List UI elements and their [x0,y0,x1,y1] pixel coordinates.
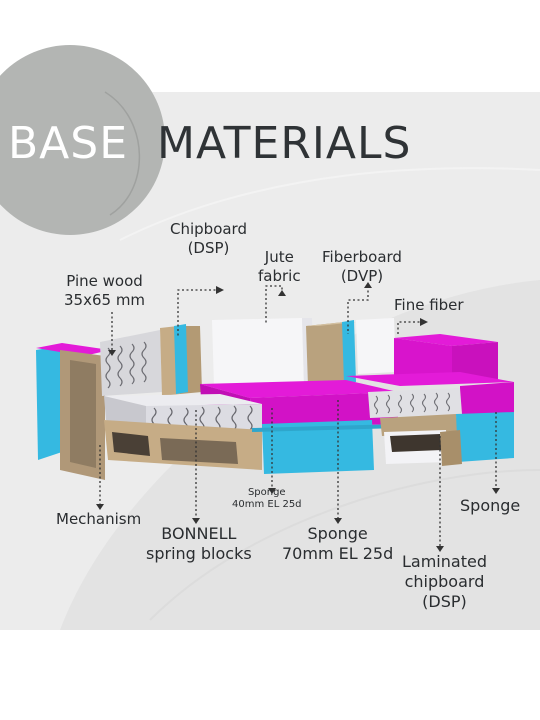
seat-magenta-top [200,380,398,398]
label-chipboard: Chipboard (DSP) [170,220,247,258]
label-jute-line2: fabric [258,267,301,285]
spring-coils-right [373,392,451,415]
label-jute-line1: Jute [264,248,294,266]
callout-arrows [96,282,500,552]
label-chipboard-line2: (DSP) [187,239,230,257]
arrow-head-fine-fiber-up [420,318,428,326]
callout-line-fiberboard [347,286,369,334]
label-jute-fabric: Jute fabric [258,248,301,286]
cyan-base-top [252,424,398,432]
arrow-head-chipboard-up [216,286,224,294]
arrow-head-fiberboard-up [364,282,372,288]
label-sponge40-line2: 40mm EL 25d [232,499,302,510]
label-fiberboard-line2: (DVP) [340,267,384,285]
label-bonnell-line1: BONNELL [161,524,237,543]
right-arm-magenta-top [394,334,498,346]
label-laminated-chipboard: Laminated chipboard (DSP) [402,552,487,612]
label-pine-wood-line2: 35x65 mm [64,291,146,309]
arrow-head-jute-up [278,290,286,296]
label-pine-wood-line1: Pine wood [66,272,143,290]
right-cyan-base [456,412,514,462]
right-arm-magenta-front [394,338,452,384]
title-circle [0,45,165,235]
right-seat-magenta-front [460,382,514,418]
label-fiberboard: Fiberboard (DVP) [322,248,402,286]
label-sponge-70: Sponge 70mm EL 25d [282,524,393,564]
arrow-head-laminated [436,546,444,552]
decorative-arc [149,469,540,621]
right-chipboard-leg [440,430,462,466]
arrow-head-pine-wood [108,350,116,356]
callout-line-chipboard [177,289,220,336]
spring-coils-back [105,341,147,389]
label-sponge70-line2: 70mm EL 25d [282,544,394,563]
label-laminated-line2: chipboard [404,572,485,591]
arrow-head-mechanism [96,504,104,510]
title-word-materials: MATERIALS [157,118,412,169]
seat-magenta-front [250,392,398,428]
right-seat-magenta-top [346,372,514,386]
left-arm-magenta [36,343,110,356]
cyan-back-strip-right [342,320,356,384]
arrow-head-sponge [492,488,500,494]
label-sponge70-line1: Sponge [307,524,368,543]
left-spring-block-top [104,394,262,406]
label-bonnell-line2: spring blocks [146,544,252,563]
arrow-head-bonnell [192,518,200,524]
label-pine-wood: Pine wood 35x65 mm [64,272,145,310]
sofa-cutaway [36,318,514,480]
white-back-cushion [212,318,304,386]
label-sponge: Sponge [460,496,521,515]
cyan-base-front [262,420,374,474]
arrow-head-sponge70 [334,518,342,524]
cyan-back-strip [174,324,188,394]
label-mechanism: Mechanism [56,510,142,528]
label-fine-fiber: Fine fiber [394,296,464,314]
decorative-arc [119,167,540,241]
arrow-head-sponge40 [268,488,276,494]
white-back-right [356,318,396,374]
label-sponge40-line1: Sponge [247,487,286,498]
right-dark-recess [390,434,442,452]
label-fiberboard-line1: Fiberboard [322,248,402,266]
label-laminated-line1: Laminated [402,552,487,571]
label-sponge-40: Sponge 40mm EL 25d [232,487,302,511]
mechanism-recess [112,432,150,456]
label-chipboard-line1: Chipboard [170,220,247,238]
mechanism-recess-2 [160,438,238,464]
left-arm-cyan [36,346,62,460]
right-spring-block [368,388,462,418]
title-word-base: BASE [8,118,129,169]
callout-lines [99,285,497,548]
fiberboard-back [306,322,346,386]
label-laminated-line3: (DSP) [422,592,467,611]
label-bonnell: BONNELL spring blocks [146,524,252,564]
title-circle-outline [104,91,141,216]
left-arm-frame-inner [70,360,96,468]
